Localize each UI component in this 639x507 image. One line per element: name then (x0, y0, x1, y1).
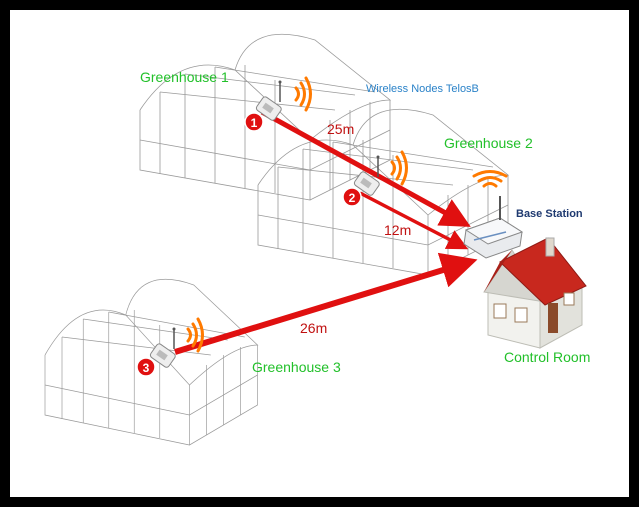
link-node1-base (260, 109, 471, 227)
greenhouse-3-label: Greenhouse 3 (252, 359, 341, 375)
signal-icon-base (472, 170, 508, 188)
link-node2-base (359, 191, 469, 250)
node-badge-3: 3 (136, 357, 156, 377)
distance-label-2: 12m (384, 222, 412, 238)
base-station-router (463, 196, 524, 259)
wireless-nodes-label: Wireless Nodes TelosB (366, 83, 479, 95)
link-node3-base (174, 252, 478, 355)
node-badge-1: 1 (244, 112, 264, 132)
control-room-label: Control Room (504, 349, 591, 365)
node-badge-2: 2 (342, 187, 362, 207)
signal-icon-node1 (294, 76, 312, 112)
node-badge-3-text: 3 (143, 361, 150, 375)
base-station-label: Base Station (516, 208, 583, 220)
greenhouse-1-label: Greenhouse 1 (140, 69, 229, 85)
control-room-house (483, 237, 587, 349)
greenhouse-2-label: Greenhouse 2 (444, 135, 533, 151)
distance-label-3: 26m (300, 320, 328, 336)
node-badge-1-text: 1 (251, 116, 258, 130)
node-badge-2-text: 2 (349, 191, 356, 205)
distance-label-1: 25m (327, 121, 355, 137)
